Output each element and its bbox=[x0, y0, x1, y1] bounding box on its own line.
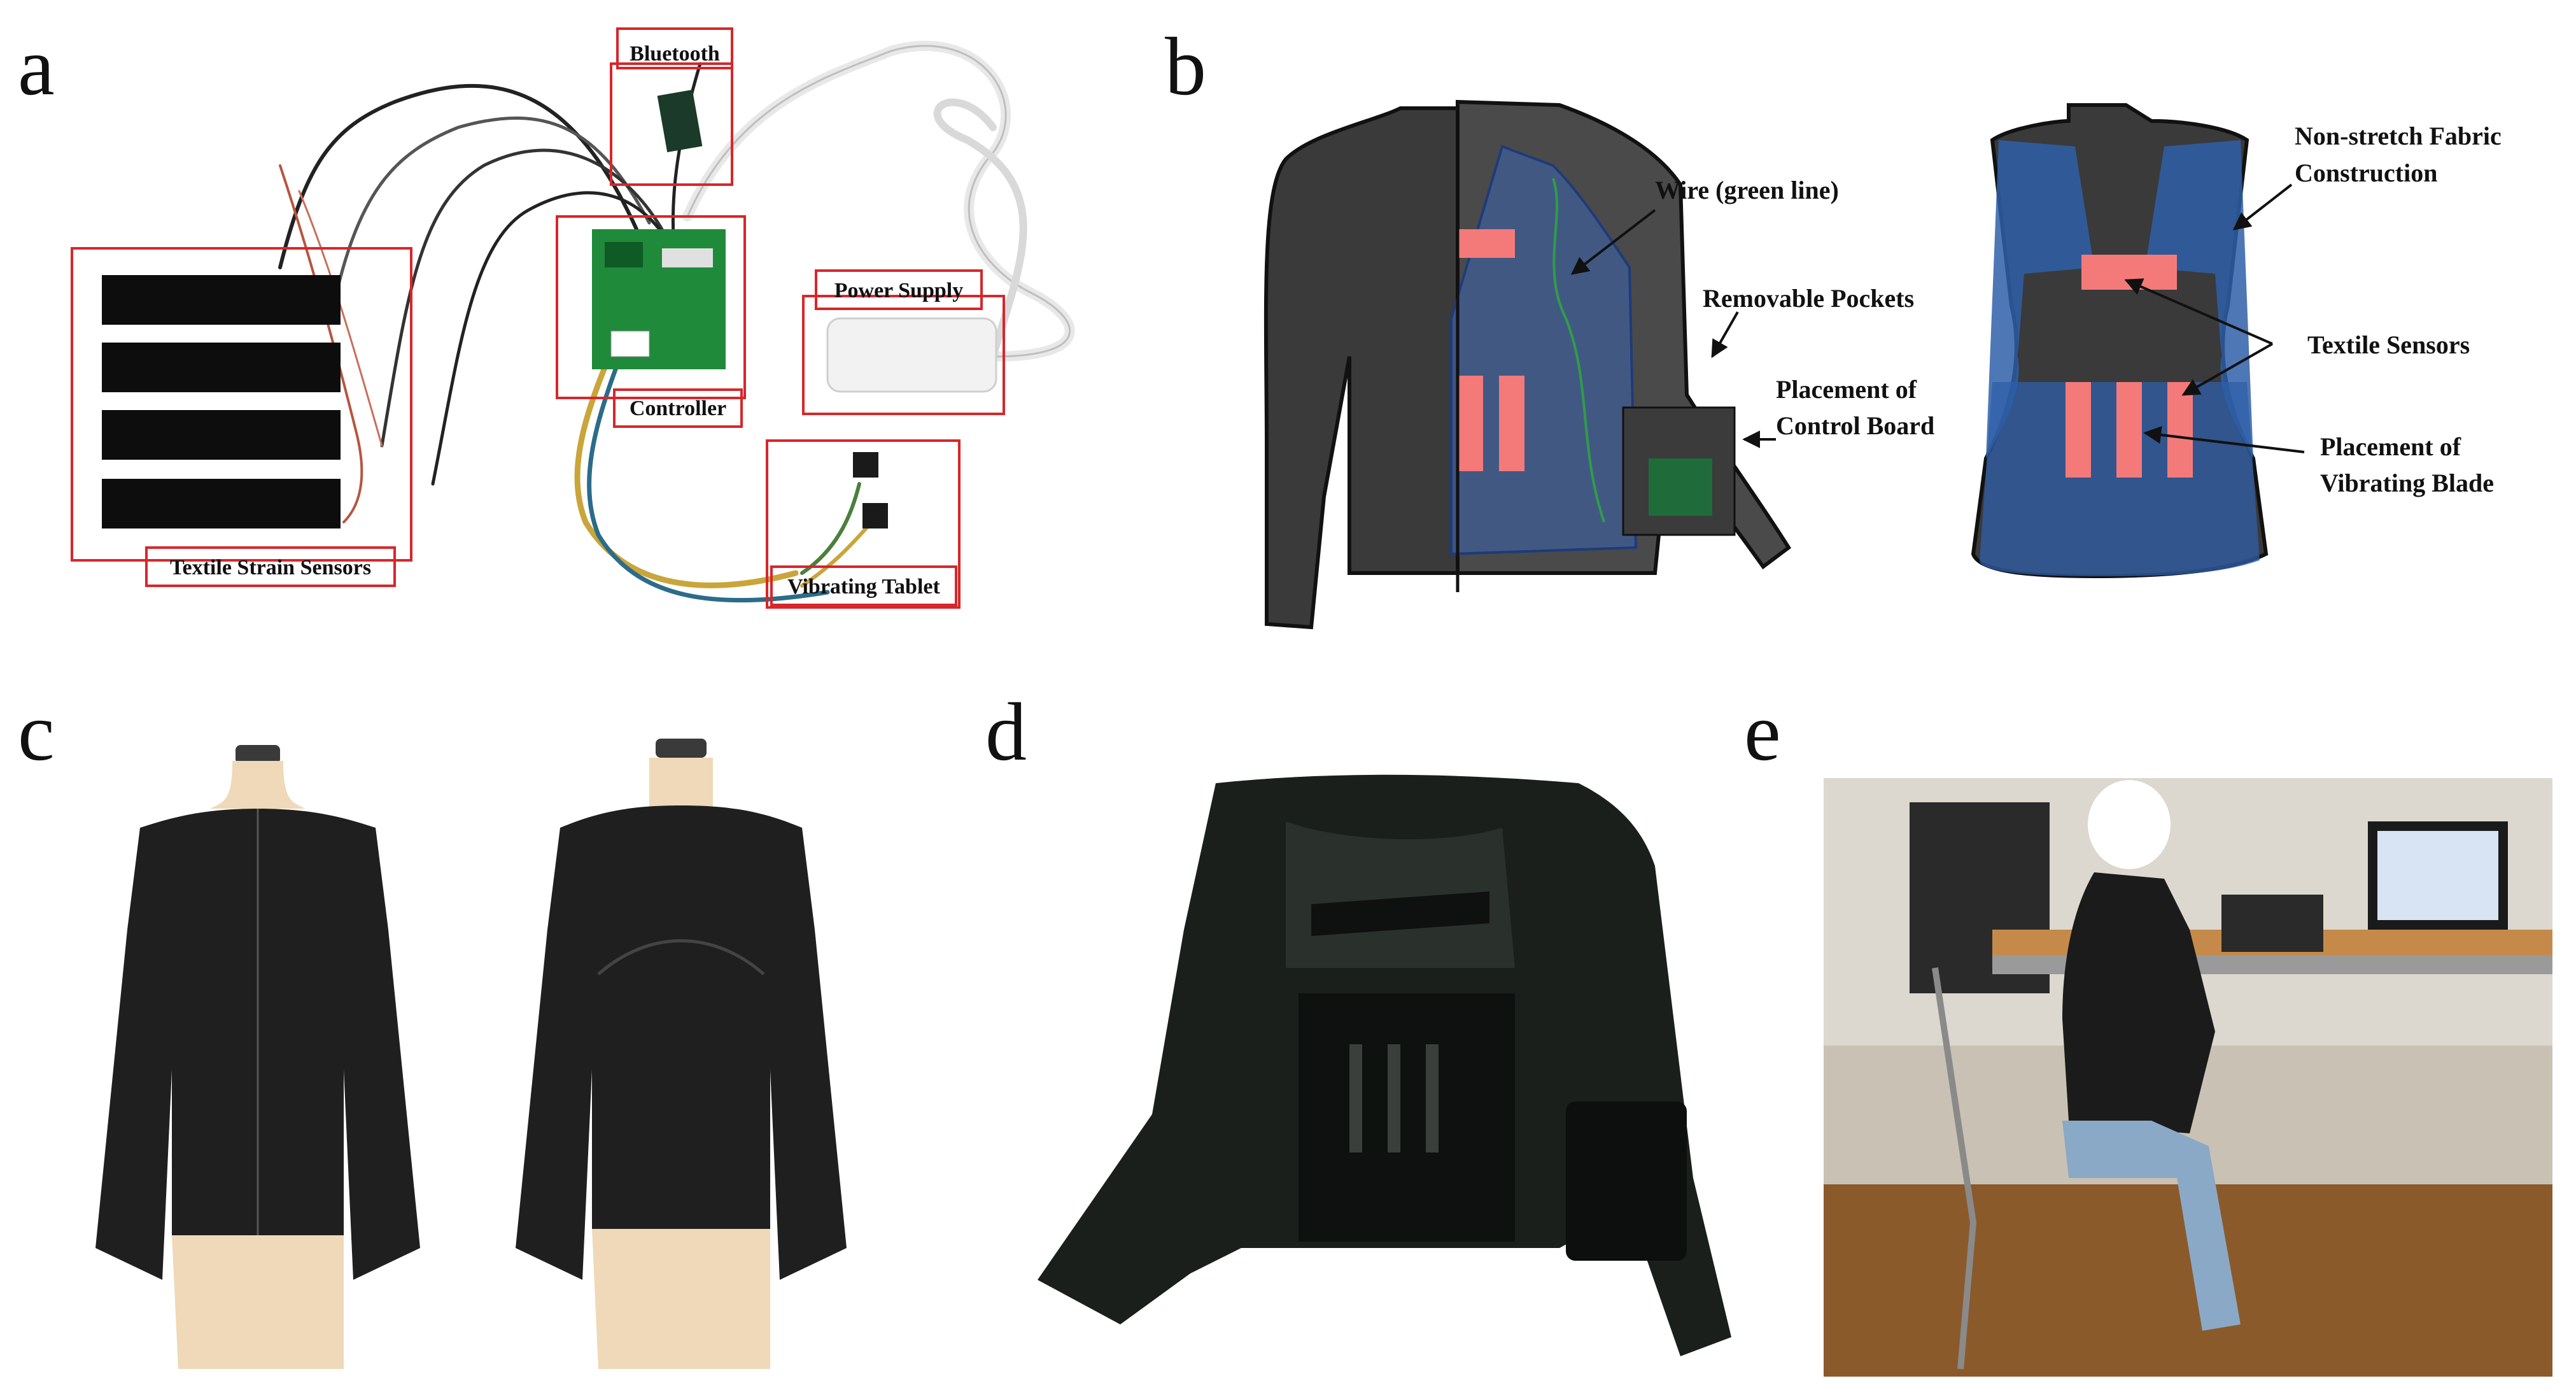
label-wire: Wire (green line) bbox=[1655, 176, 1839, 204]
panel-e-laptop bbox=[2221, 895, 2323, 952]
label-placement-vibrating-2: Vibrating Blade bbox=[2320, 469, 2494, 497]
label-placement-vibrating-1: Placement of bbox=[2320, 432, 2461, 461]
panel-e-photo bbox=[1824, 778, 2552, 1377]
panel-d-pocket bbox=[1566, 1102, 1687, 1261]
label-placement-control-2: Control Board bbox=[1776, 411, 1934, 440]
panel-b-front-illustration bbox=[1263, 99, 2269, 630]
textile-strain-sensor-1 bbox=[102, 275, 341, 325]
label-removable-pockets: Removable Pockets bbox=[1703, 284, 1914, 313]
label-placement-control-1: Placement of bbox=[1776, 375, 1917, 404]
panel-letter-e: e bbox=[1744, 686, 1781, 778]
front-sensor-vertical-2 bbox=[1499, 376, 1524, 471]
panel-d-open-garment bbox=[1038, 774, 1731, 1356]
front-control-board bbox=[1649, 458, 1712, 516]
front-sensor-vertical-1 bbox=[1458, 376, 1483, 471]
panel-a-hardware bbox=[102, 41, 1075, 603]
back-sensor-vertical-2 bbox=[2116, 382, 2142, 478]
panel-e-face-blur bbox=[2088, 780, 2171, 869]
label-non-stretch-2: Construction bbox=[2295, 159, 2437, 187]
panel-letter-a: a bbox=[18, 21, 55, 113]
textile-strain-sensor-2 bbox=[102, 343, 341, 392]
front-sensor-shoulder bbox=[1458, 229, 1515, 258]
textile-strain-sensor-4 bbox=[102, 479, 341, 528]
panel-letter-d: d bbox=[985, 686, 1027, 778]
back-sensor-vertical-3 bbox=[2167, 382, 2193, 478]
label-vibrating-tablet: Vibrating Tablet bbox=[787, 575, 940, 599]
panel-c-mannequin-front bbox=[95, 745, 420, 1369]
label-textile-strain-sensors: Textile Strain Sensors bbox=[170, 556, 371, 579]
vibrating-tablet-1 bbox=[853, 452, 878, 478]
panel-c-mannequin-back bbox=[516, 739, 847, 1369]
power-bank bbox=[826, 317, 997, 393]
vibrating-tablet-2 bbox=[862, 503, 888, 528]
textile-strain-sensor-3 bbox=[102, 410, 341, 460]
panel-e-person bbox=[2062, 872, 2215, 1133]
front-wire-green bbox=[1552, 178, 1605, 523]
bluetooth-module bbox=[657, 89, 703, 153]
panel-d-back-panel bbox=[1299, 993, 1515, 1242]
back-sensor-horizontal bbox=[2081, 255, 2177, 290]
panel-letter-b: b bbox=[1165, 21, 1206, 113]
panel-letter-c: c bbox=[18, 686, 55, 778]
label-power-supply: Power Supply bbox=[834, 279, 963, 302]
label-controller: Controller bbox=[630, 397, 726, 420]
label-textile-sensors: Textile Sensors bbox=[2307, 330, 2470, 359]
label-non-stretch-1: Non-stretch Fabric bbox=[2295, 122, 2502, 150]
back-sensor-vertical-1 bbox=[2066, 382, 2091, 478]
label-bluetooth: Bluetooth bbox=[630, 42, 720, 66]
